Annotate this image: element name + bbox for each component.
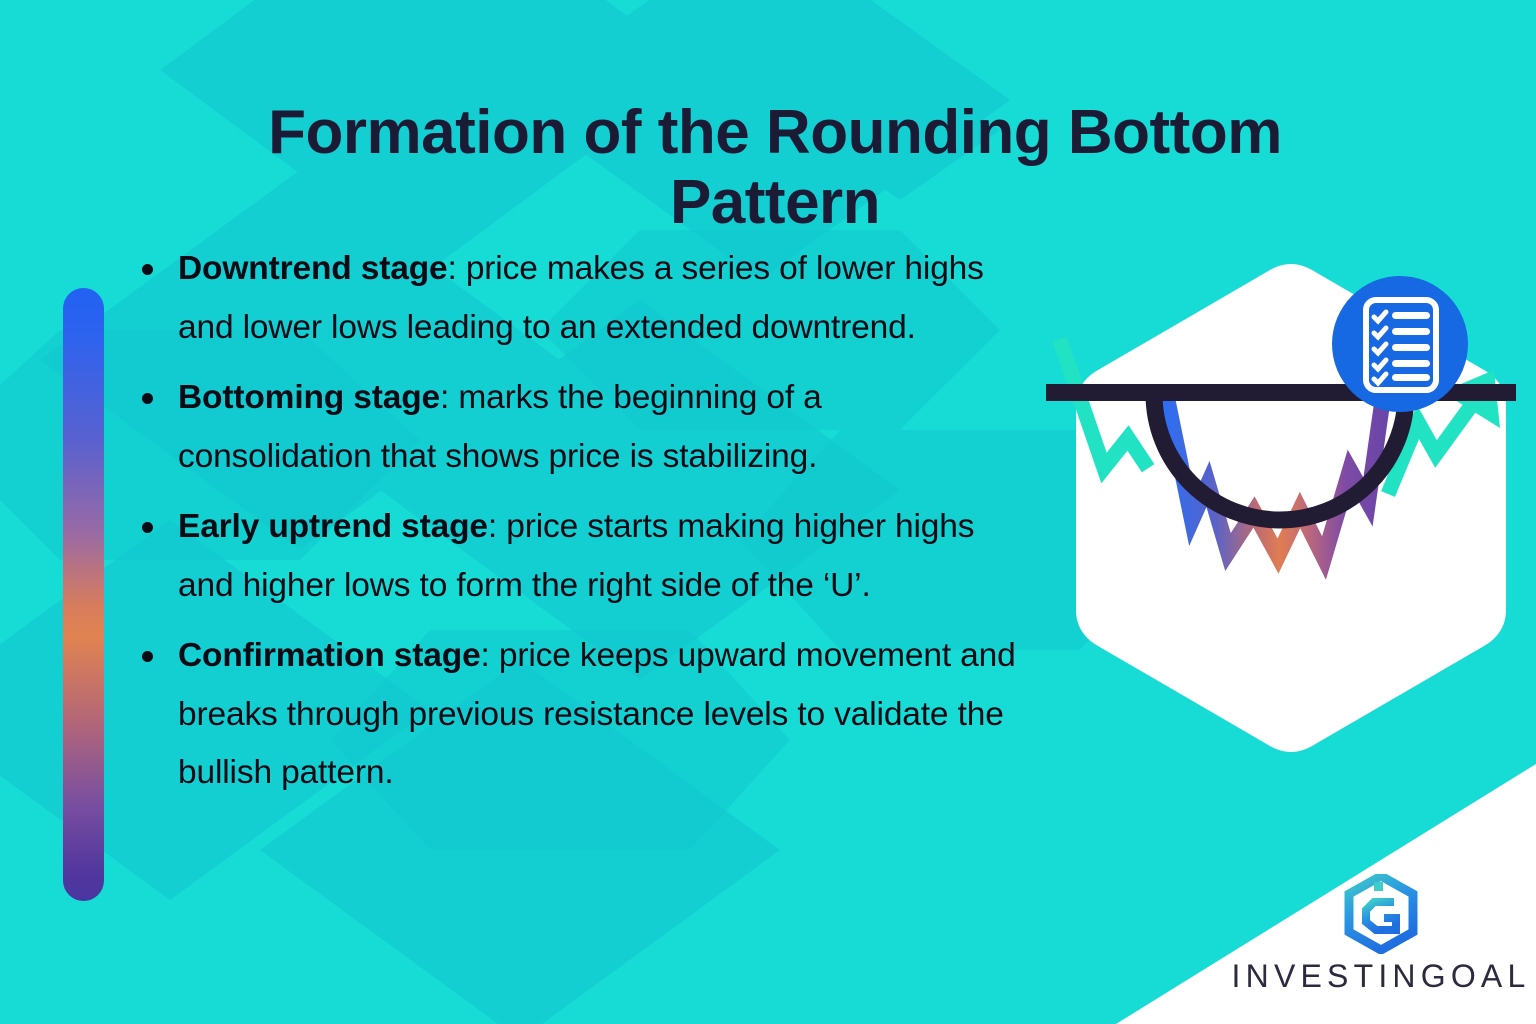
page-title-line-1: Formation of the Rounding Bottom (268, 97, 1282, 167)
checklist-badge (1332, 276, 1468, 412)
stage-term: Confirmation stage (178, 637, 481, 674)
stage-term: Early uptrend stage (178, 508, 488, 545)
gradient-accent-bar (63, 288, 104, 901)
stage-description: : marks the beginning of a consolidation… (178, 379, 822, 475)
ig-hexagon-logo-icon (1344, 874, 1418, 954)
bullet-dot-icon (142, 393, 153, 404)
brand-logo[interactable]: INVESTINGOAL (1232, 874, 1525, 1006)
bullet-dot-icon (142, 651, 153, 662)
page-title-line-2: Pattern (669, 167, 881, 237)
list-item: Downtrend stage: price makes a series of… (132, 240, 1022, 357)
stage-description: : price makes a series of lower highs an… (178, 250, 984, 346)
stage-term: Bottoming stage (178, 379, 441, 416)
bullet-dot-icon (142, 264, 153, 275)
stage-description: : price starts making higher highs and h… (178, 508, 975, 604)
logo-wordmark: INVESTINGOAL (1231, 958, 1531, 994)
page-title: Formation of the Rounding Bottom Pattern (110, 98, 1440, 238)
uptrend-arrow (1381, 383, 1491, 497)
stages-list: Downtrend stage: price makes a series of… (132, 240, 1022, 815)
bullet-dot-icon (142, 522, 153, 533)
downtrend-line (1052, 336, 1155, 484)
checklist-icon (1363, 297, 1439, 393)
list-item: Early uptrend stage: price starts making… (132, 498, 1022, 615)
list-item: Confirmation stage: price keeps upward m… (132, 627, 1022, 803)
rounding-bottom-chart-illustration (1046, 264, 1516, 752)
stage-term: Downtrend stage (178, 250, 448, 287)
rounding-bottom-curve (1145, 393, 1415, 529)
stage-description: : price keeps upward movement and breaks… (178, 637, 1016, 791)
list-item: Bottoming stage: marks the beginning of … (132, 369, 1022, 486)
